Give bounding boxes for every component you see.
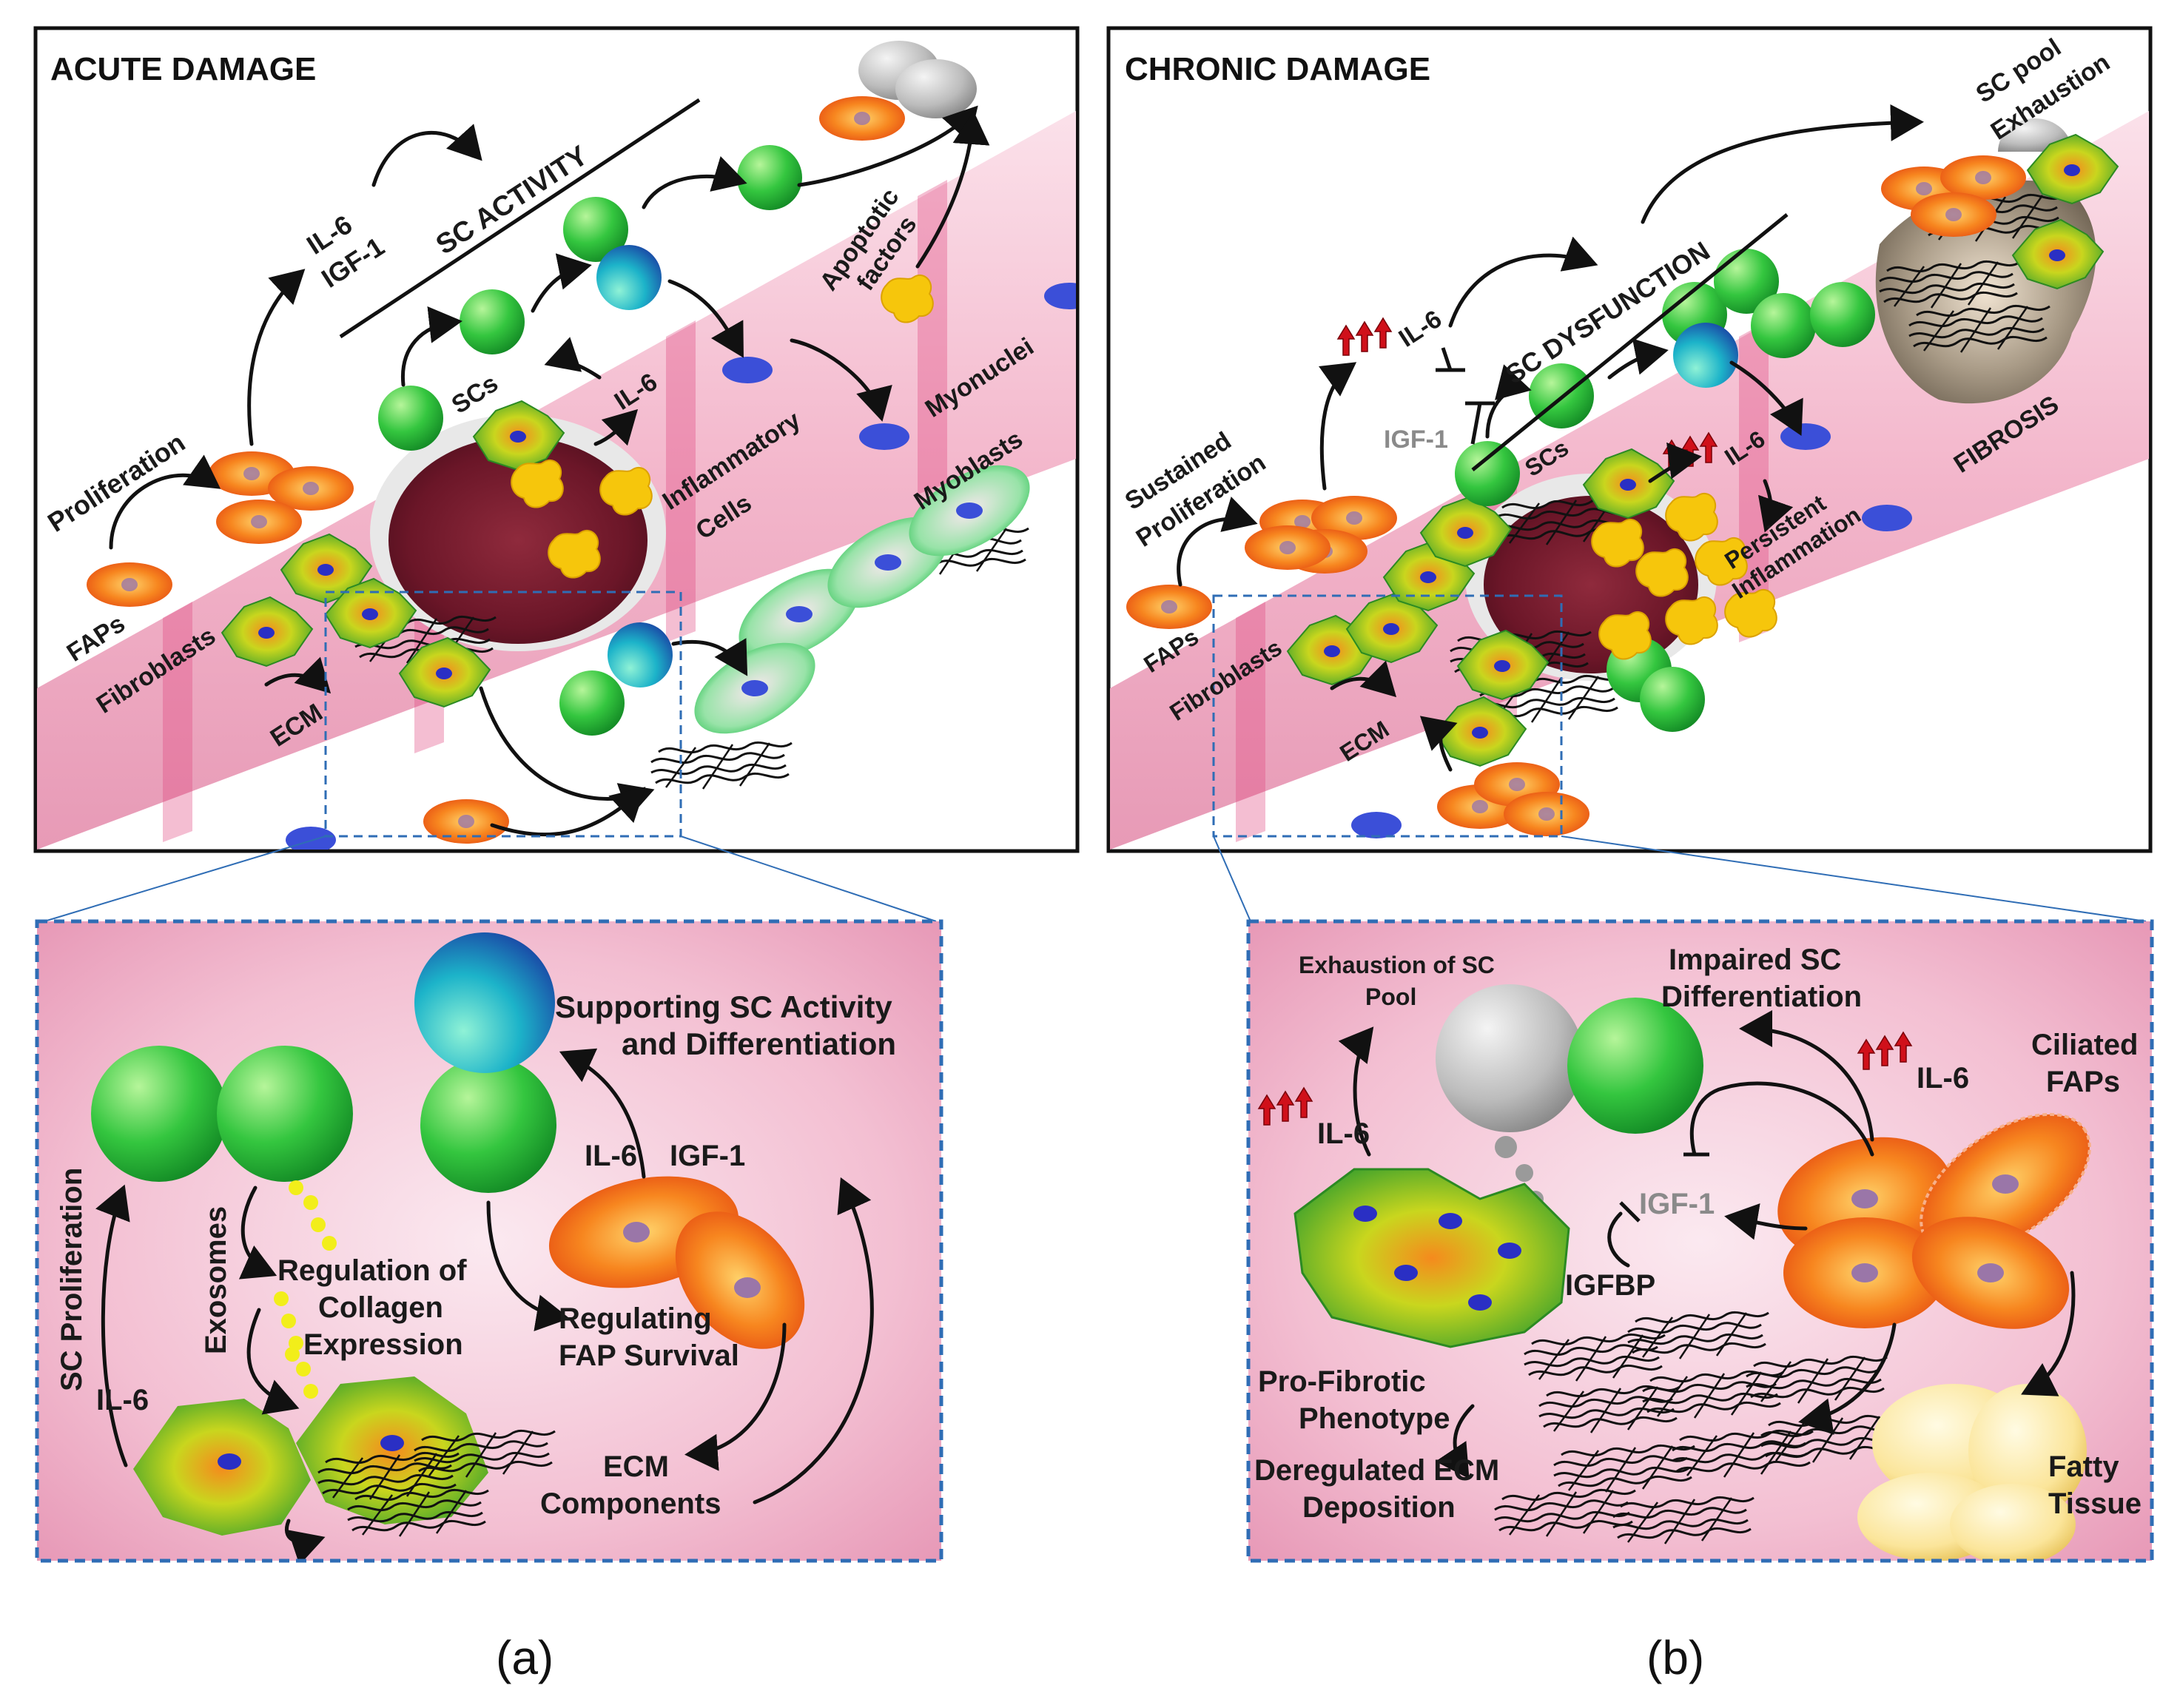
myonucleus: [722, 357, 773, 383]
panel-a-title: ACUTE DAMAGE: [50, 51, 316, 87]
igfbp-label: IGFBP: [1565, 1269, 1655, 1302]
sc-cell: [217, 1046, 353, 1182]
fap-cell: [87, 562, 172, 607]
il6-label-right: IL-6: [1917, 1062, 1969, 1095]
apoptotic-cells: [858, 41, 977, 118]
exosomes-dots: [274, 1180, 337, 1399]
igf1-label: IGF-1: [1639, 1188, 1715, 1220]
exhaustion-label-2: Pool: [1365, 984, 1416, 1010]
igf1-label: IGF-1: [1384, 426, 1448, 454]
regulating-label-2: FAP Survival: [559, 1339, 739, 1372]
zoom-panel-b: Exhaustion of SC Pool Impaired SC Differ…: [1246, 919, 2154, 1563]
fatty-label-2: Tissue: [2048, 1487, 2142, 1520]
il6-label-left: IL-6: [1317, 1117, 1370, 1150]
regulating-label-1: Regulating: [559, 1302, 712, 1335]
sc-cell: [378, 386, 443, 451]
myonucleus: [1044, 283, 1076, 309]
ecm-components-2: Components: [540, 1487, 721, 1520]
profibrotic-label-2: Phenotype: [1299, 1402, 1450, 1435]
fap-cell: [216, 500, 302, 544]
fatty-tissue: [1857, 1384, 2087, 1561]
sc-cell: [1751, 293, 1816, 358]
regulation-label-1: Regulation of: [277, 1254, 467, 1287]
myoblasts-cells: [694, 465, 1030, 734]
sc-cell: [559, 670, 625, 736]
sc-cell: [1810, 282, 1875, 347]
regulation-label-3: Expression: [303, 1328, 463, 1361]
deregulated-label-1: Deregulated ECM: [1254, 1454, 1499, 1487]
ciliated-label-2: FAPs: [2046, 1066, 2120, 1098]
myonucleus: [859, 423, 909, 450]
supporting-label: Supporting SC Activity: [555, 989, 892, 1024]
arrows-b: [1177, 104, 1924, 772]
myonucleus: [1780, 423, 1831, 450]
ciliated-fap-cluster: [1777, 1112, 2091, 1329]
myonucleus: [1862, 505, 1912, 531]
fatty-label-1: Fatty: [2048, 1450, 2119, 1483]
impaired-label-1: Impaired SC: [1669, 944, 1841, 976]
sc-cell-activated: [1673, 323, 1738, 388]
myonucleus: [286, 827, 336, 850]
fap-cell: [1245, 525, 1330, 570]
fap-cells-zoom: [548, 1176, 805, 1349]
sc-cell: [1455, 441, 1520, 506]
sc-cell-activated: [596, 245, 662, 310]
panel-chronic: CHRONIC DAMAGE SC DYSFUNCTION SC pool Ex…: [1106, 26, 2153, 853]
zoom-connectors-b: [1213, 835, 2147, 922]
igf1-label: IGF-1: [670, 1140, 745, 1172]
supporting-label-2: and Differentiation: [622, 1026, 896, 1061]
exhausted-sc-big: [1436, 984, 1584, 1132]
regulation-label-2: Collagen: [318, 1291, 443, 1324]
sc-cell: [420, 1057, 556, 1193]
zoom-region-b: [1212, 594, 1563, 838]
il6-label-left: IL-6: [96, 1384, 149, 1416]
sc-cell: [1640, 667, 1705, 732]
sc-cell: [91, 1046, 227, 1182]
sc-cell: [1567, 998, 1703, 1134]
sc-cell: [737, 145, 802, 210]
caption-b: (b): [1646, 1631, 1704, 1684]
ciliated-label-1: Ciliated: [2031, 1029, 2138, 1061]
sc-proliferation-label: SC Proliferation: [55, 1168, 88, 1391]
zoom-region-a: [324, 591, 682, 838]
fap-cell: [819, 96, 905, 141]
il6-label: IL-6: [585, 1140, 637, 1172]
arrows-zoom-b: [1338, 1010, 2076, 1479]
sc-cell-activated: [414, 932, 555, 1073]
myonucleus: [1351, 812, 1402, 838]
caption-a: (a): [496, 1631, 554, 1684]
ecm-components-1: ECM: [603, 1450, 669, 1483]
deregulated-label-2: Deposition: [1302, 1491, 1456, 1524]
impaired-label-2: Differentiation: [1661, 981, 1862, 1013]
fap-cell: [1126, 585, 1212, 629]
arrows-a: [109, 98, 990, 837]
zoom-connectors-a: [44, 835, 937, 922]
panel-b-title: CHRONIC DAMAGE: [1125, 51, 1430, 87]
arrows-zoom-a: [95, 1048, 874, 1561]
sc-cell-activated: [608, 622, 673, 687]
exosomes-label: Exosomes: [200, 1206, 232, 1354]
zoom-panel-a: Supporting SC Activity and Differentiati…: [35, 919, 943, 1563]
panel-acute: ACUTE DAMAGE SC ACTIVITY IL-6 IGF-1 Prol…: [33, 26, 1080, 853]
sc-cell: [460, 289, 525, 354]
fibroblast-cluster: [1293, 1168, 1570, 1348]
exhaustion-label-1: Exhaustion of SC: [1299, 952, 1495, 978]
fap-cell: [1911, 192, 1996, 237]
profibrotic-label-1: Pro-Fibrotic: [1258, 1365, 1426, 1398]
fap-cell: [1504, 792, 1589, 836]
